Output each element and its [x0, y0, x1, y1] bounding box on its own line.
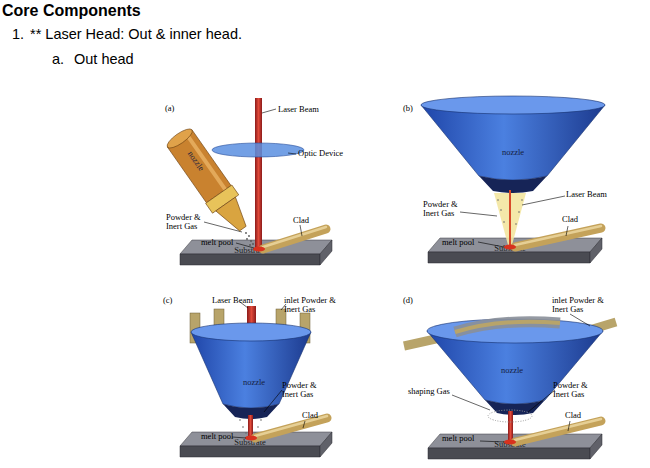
nozzle-tip [479, 176, 547, 193]
slab-top [180, 432, 332, 446]
part-label: inlet Powder & Inert Gas [284, 296, 338, 314]
part-label: Clad [293, 216, 309, 225]
part-label: melt pool [442, 434, 474, 443]
list-item: ** Laser Head: Out & inner head. [30, 26, 242, 43]
nozzle-body [421, 105, 605, 180]
part-label: Laser Beam [212, 296, 253, 305]
slab-side [320, 432, 332, 457]
part-name: Substrate [494, 440, 526, 449]
part-label: Laser Beam [566, 190, 607, 199]
nozzle-label: nozzle [501, 366, 523, 375]
slab-side [320, 240, 332, 265]
part-name: Substrate [234, 438, 266, 447]
slab-front [180, 254, 320, 265]
section-heading: Core Components [2, 2, 141, 20]
slab-side [590, 238, 602, 263]
part-label: Clad [302, 411, 318, 420]
panel-letter: (b) [403, 104, 413, 113]
part-label: melt pool [201, 432, 233, 441]
node-outline [188, 320, 314, 420]
powder-stream [239, 419, 262, 434]
panel-letter: (d) [403, 296, 413, 305]
panel-letter: (c) [163, 296, 172, 305]
multi-jet-nozzle: nozzle [188, 320, 314, 420]
nozzle-group [164, 125, 256, 238]
nozzle-top [427, 319, 603, 343]
optic-device [212, 143, 304, 157]
nozzle-label: nozzle [502, 148, 524, 157]
nozzle-tip [216, 197, 253, 235]
nozzle-top [165, 126, 195, 151]
panel-letter: (a) [165, 104, 174, 113]
part-label: Clad [565, 411, 581, 420]
slab-front [428, 252, 590, 263]
coaxial-nozzle: nozzle [418, 96, 608, 196]
part-label: Laser Beam [278, 105, 319, 114]
part-label: Optic Device [298, 149, 343, 158]
powder-stream [497, 199, 523, 225]
part-label: inlet Powder & Inert Gas [552, 296, 606, 314]
part-label: Powder & Inert Gas [282, 381, 322, 399]
shaped-gas-nozzle: nozzle [422, 318, 608, 416]
laser-beam [255, 98, 262, 248]
nozzle-top [421, 96, 605, 114]
nozzle-label: nozzle [243, 378, 265, 387]
nozzle-tip [485, 400, 545, 415]
nozzle-tip [223, 404, 279, 419]
part-name: Substrate [234, 246, 266, 255]
part-label: Powder & Inert Gas [553, 381, 593, 399]
nozzle-top [191, 323, 311, 341]
part-label: melt pool [201, 238, 233, 247]
node-outline [418, 96, 608, 196]
list-letter: a. [52, 51, 64, 68]
laser-cone [494, 193, 526, 245]
list-number: 1. [12, 26, 24, 43]
part-label: shaping Gas [408, 387, 450, 396]
slab-top [428, 238, 602, 252]
part-label: Clad [562, 215, 578, 224]
slab-front [428, 448, 590, 459]
part-label: Powder & Inert Gas [423, 200, 463, 218]
slab-top [428, 434, 602, 448]
part-name: Substrate [494, 244, 526, 253]
slab-side [590, 434, 602, 459]
slab-front [180, 446, 320, 457]
part-label: melt pool [442, 238, 474, 247]
nozzle-highlight [185, 133, 227, 191]
list-item: Out head [74, 51, 134, 68]
laser-beam [509, 190, 511, 246]
part-label: Powder & Inert Gas [166, 213, 206, 231]
